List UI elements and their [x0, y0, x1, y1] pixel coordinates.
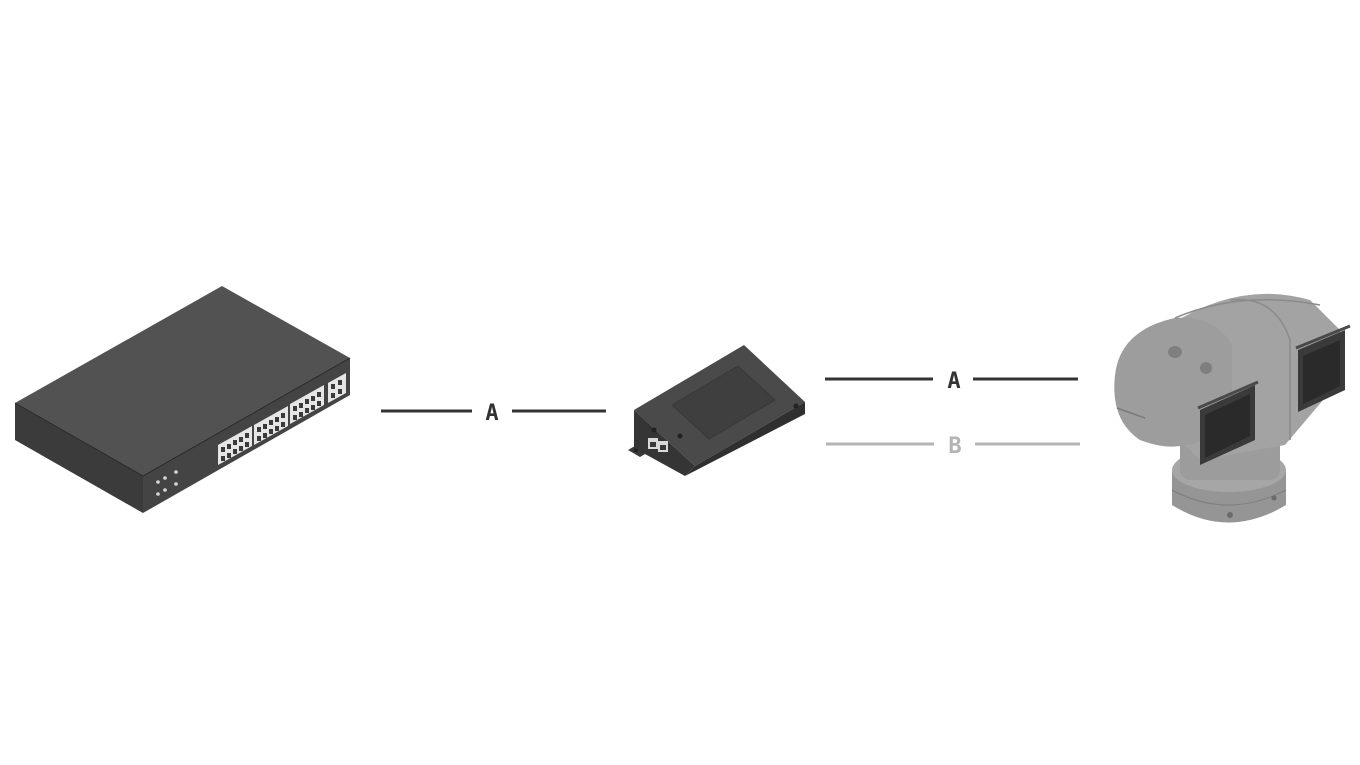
connection-switch-to-midspan: A — [381, 401, 606, 426]
network-switch-icon — [14, 286, 351, 513]
connection-midspan-to-camera-b: B — [826, 434, 1080, 459]
connection-label-a: A — [485, 401, 498, 426]
camera-window-left — [1197, 380, 1259, 465]
switch-port-block — [218, 373, 346, 465]
connection-label-b: B — [948, 434, 961, 459]
connection-label-a: A — [947, 369, 960, 394]
connection-midspan-to-camera-a: A — [825, 369, 1078, 394]
ptz-camera-icon — [1114, 293, 1351, 523]
camera-window-right — [1295, 324, 1351, 412]
midspan-ports — [648, 438, 668, 452]
poe-midspan-icon — [628, 345, 805, 476]
